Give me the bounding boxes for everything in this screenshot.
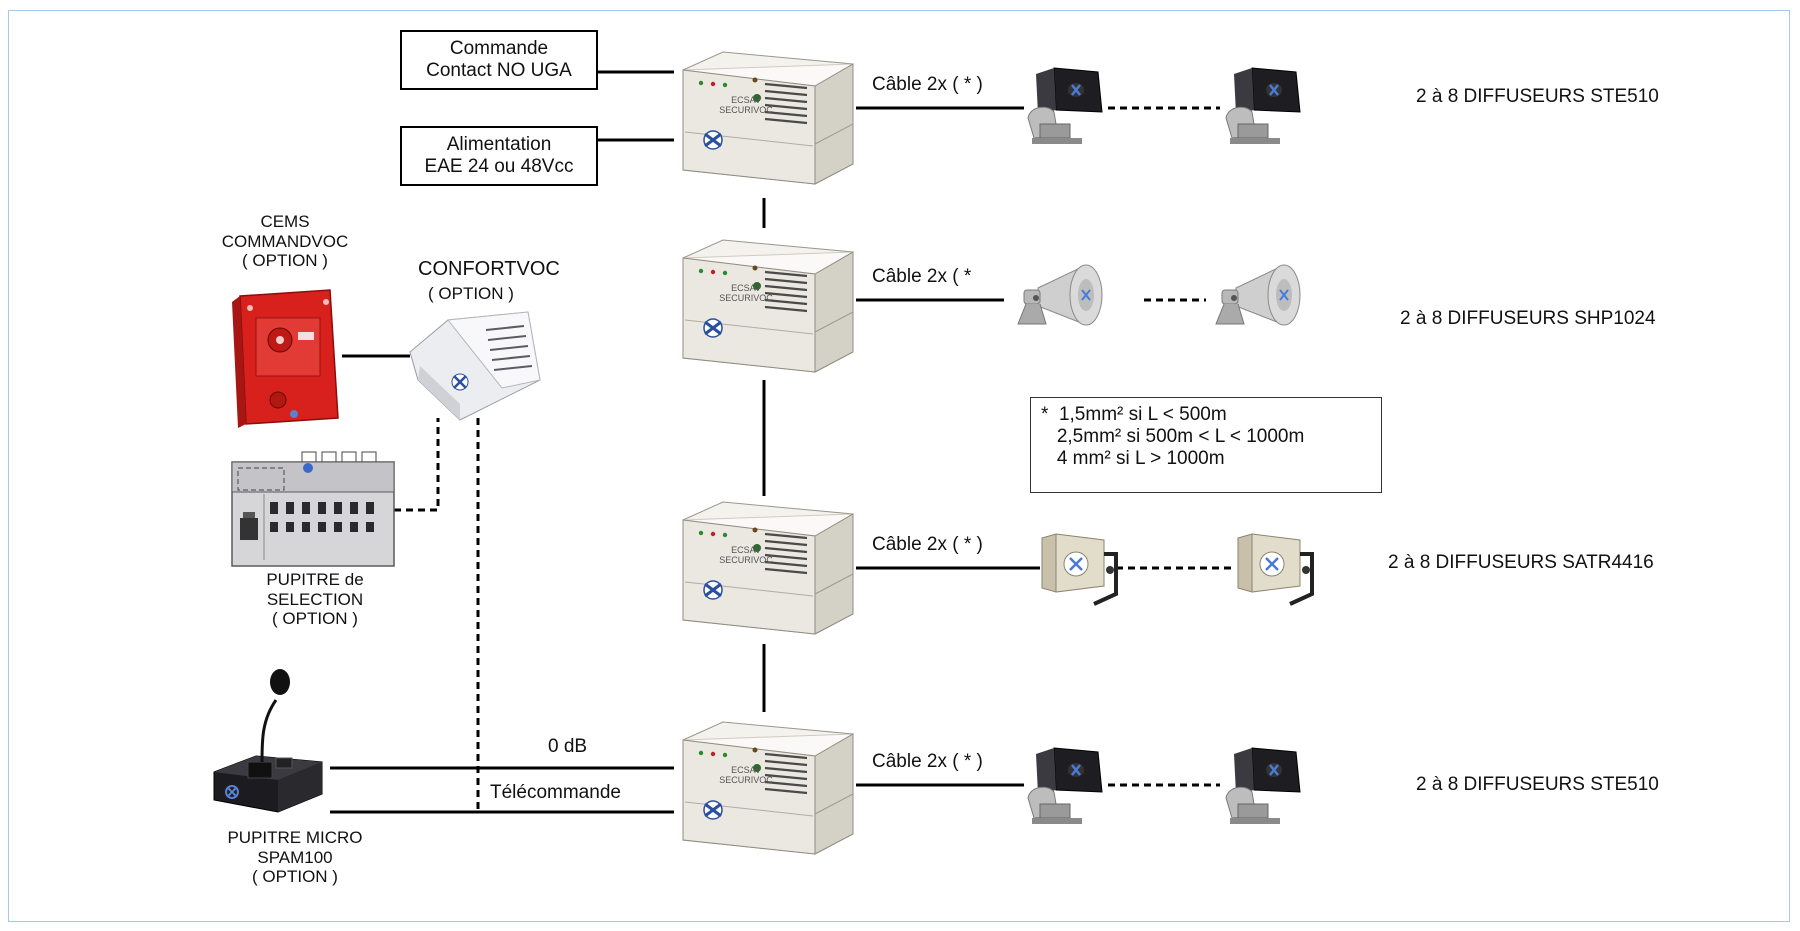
ecsav-label-line2: SECURIVOC [719,293,773,303]
pupitre-micro-line2: SPAM100 [257,847,333,867]
ecsav-label-line1: ECSAV [731,765,761,775]
ecsav-label-line1: ECSAV [731,283,761,293]
alimentation-line1: Alimentation [446,134,552,155]
cems-label-line2: COMMANDVOC [221,231,349,251]
ecsav-label-line1: ECSAV [731,95,761,105]
commande-line1: Commande [449,38,549,59]
ste510-speaker-icon [1224,66,1302,146]
row2-diffuseurs-label: 2 à 8 DIFFUSEURS SHP1024 [1400,308,1656,329]
row3-diffuseurs-label: 2 à 8 DIFFUSEURS SATR4416 [1388,552,1654,573]
cable-section-note: * 1,5mm² si L < 500m 2,5mm² si 500m < L … [1030,397,1382,493]
row3-cable-label: Câble 2x ( * ) [872,534,983,555]
cems-commandvoc-icon [232,289,339,428]
commande-box: Commande Contact NO UGA [400,30,598,90]
confortvoc-icon [409,311,541,421]
ecsav-label-line2: SECURIVOC [719,775,773,785]
note-line-1: * 1,5mm² si L < 500m [1041,404,1227,425]
diagram-frame [8,10,1790,922]
pupitre-selection-line3: ( OPTION ) [272,609,358,629]
alimentation-box: Alimentation EAE 24 ou 48Vcc [400,126,598,186]
microphone-desk-icon [213,669,323,813]
pupitre-selection-line1: PUPITRE de [266,570,364,589]
pupitre-micro-label: PUPITRE MICRO SPAM100 ( OPTION ) [200,828,390,887]
row4-cable-label: Câble 2x ( * ) [872,751,983,772]
ecsav-unit-2-icon [681,238,855,374]
pupitre-selection-line2: SELECTION [266,589,364,609]
ste510-speaker-icon [1026,66,1104,146]
selection-desk-icon [231,451,395,567]
ecsav-unit-4-icon [681,720,855,856]
telecommande-label: Télécommande [490,782,621,803]
cems-label-line3: ( OPTION ) [242,251,328,271]
connection-lines [330,70,1040,814]
shp1024-horn-icon [1017,264,1103,326]
satr4416-speaker-icon [1236,532,1314,606]
pupitre-micro-line3: ( OPTION ) [252,867,338,887]
row2-cable-label: Câble 2x ( * [872,266,972,287]
cems-label-line1: CEMS [260,212,310,231]
confortvoc-option: ( OPTION ) [428,284,514,303]
pupitre-selection-label: PUPITRE de SELECTION ( OPTION ) [220,570,410,629]
cems-label: CEMS COMMANDVOC ( OPTION ) [200,212,370,271]
pupitre-micro-line1: PUPITRE MICRO [227,828,363,847]
shp1024-horn-icon [1215,264,1301,326]
satr4416-speaker-icon [1040,532,1118,606]
ecsav-label-line2: SECURIVOC [719,555,773,565]
ecsav-label-line2: SECURIVOC [719,105,773,115]
commande-line2: Contact NO UGA [426,60,572,81]
ste510-speaker-icon [1026,746,1104,826]
ecsav-unit-3-icon [681,500,855,636]
zero-db-label: 0 dB [548,736,588,757]
note-line-2: 2,5mm² si 500m < L < 1000m [1041,426,1305,447]
ste510-speaker-icon [1224,746,1302,826]
row1-cable-label: Câble 2x ( * ) [872,74,983,95]
alimentation-line2: EAE 24 ou 48Vcc [424,156,574,177]
row1-diffuseurs-label: 2 à 8 DIFFUSEURS STE510 [1416,86,1659,107]
ecsav-unit-1-icon [681,50,855,186]
ecsav-label-line1: ECSAV [731,545,761,555]
row4-diffuseurs-label: 2 à 8 DIFFUSEURS STE510 [1416,774,1659,795]
confortvoc-title: CONFORTVOC [418,258,560,280]
dashed-lines [394,106,1236,812]
selection-confortvoc-dashed [394,418,440,512]
note-line-3: 4 mm² si L > 1000m [1041,448,1225,469]
